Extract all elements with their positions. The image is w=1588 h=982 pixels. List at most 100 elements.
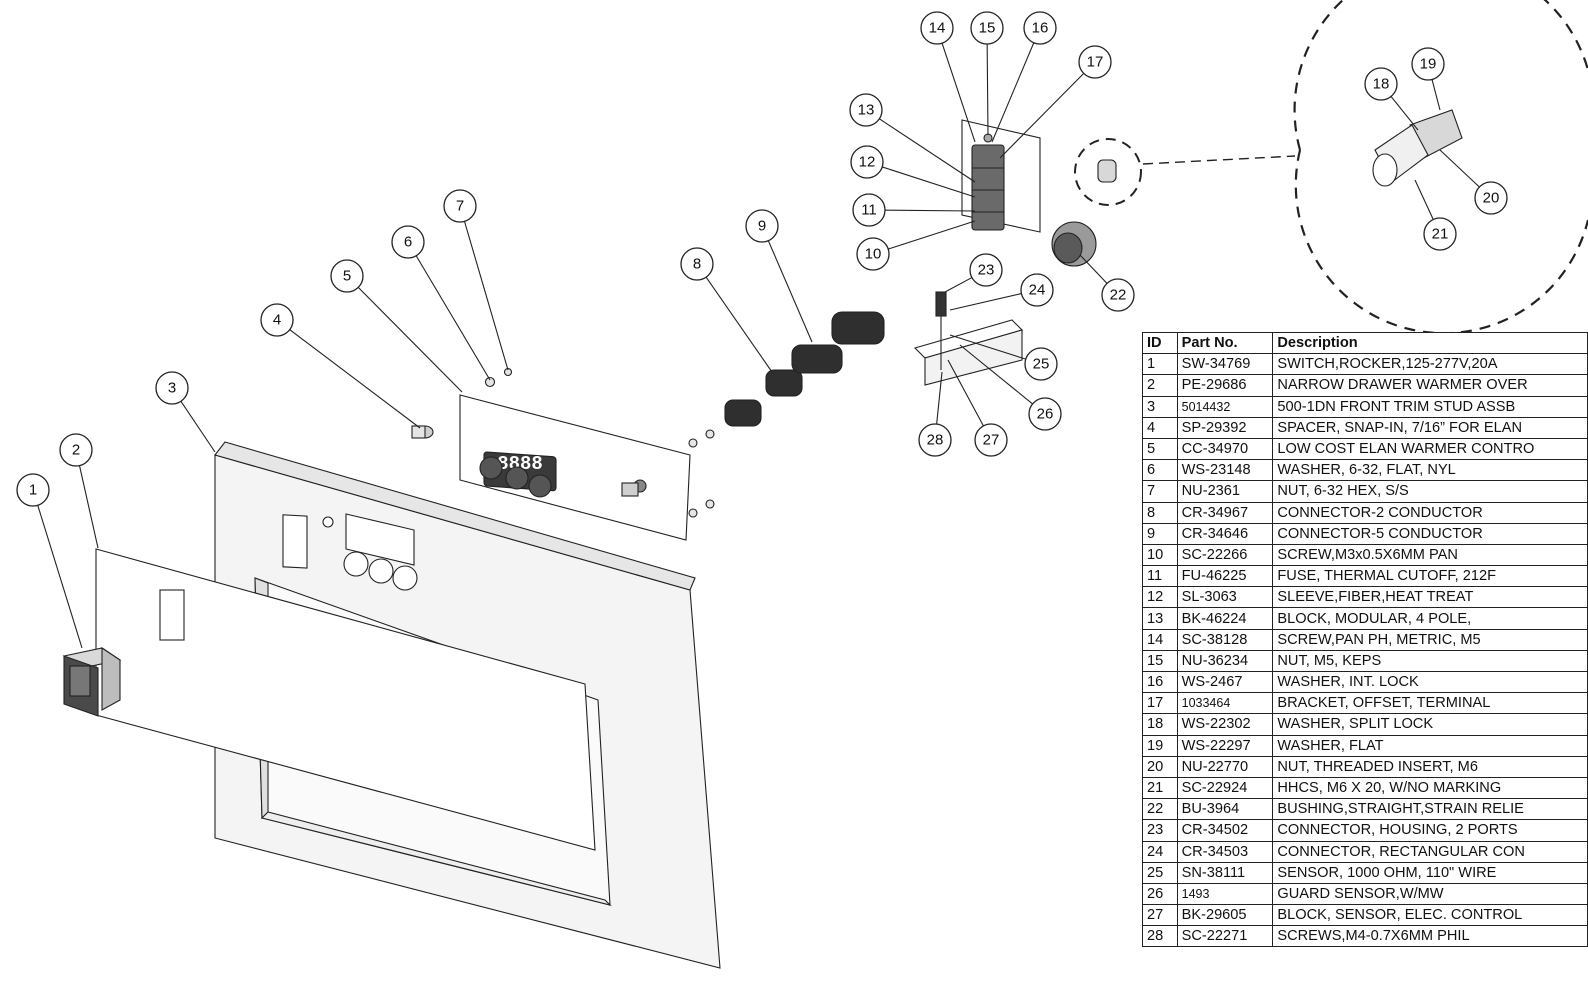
callout-leader — [37, 505, 83, 649]
callout-number: 2 — [72, 442, 80, 459]
callout-circle — [680, 247, 714, 281]
callout-circle — [969, 253, 1003, 287]
callout-number: 23 — [978, 262, 995, 279]
cell-description: BUSHING,STRAIGHT,STRAIN RELIE — [1272, 798, 1588, 821]
callout-number: 15 — [979, 20, 996, 37]
callout-circle — [856, 237, 890, 271]
callout-17: 17 — [1078, 45, 1112, 79]
callout-circle — [155, 371, 189, 405]
callout-number: 8 — [693, 256, 701, 273]
cell-part-no: SP-29392 — [1176, 416, 1274, 439]
callout-circle — [1024, 347, 1058, 381]
callout-number: 9 — [758, 218, 766, 235]
cell-part-no: CR-34503 — [1176, 840, 1274, 863]
callout-circle — [330, 259, 364, 293]
callout-number: 19 — [1420, 56, 1437, 73]
cell-part-no: SW-34769 — [1176, 353, 1274, 376]
callout-number: 28 — [927, 432, 944, 449]
cell-part-no: SN-38111 — [1176, 861, 1274, 884]
callout-circle — [1411, 47, 1445, 81]
callout-leader — [357, 286, 463, 393]
callout-number: 12 — [859, 154, 876, 171]
callout-circle — [1423, 217, 1457, 251]
cell-id: 11 — [1142, 565, 1178, 588]
callout-leader — [463, 221, 509, 371]
callout-leader — [986, 43, 989, 136]
connector-2-conductor — [724, 369, 803, 427]
cell-part-no: WS-2467 — [1176, 670, 1274, 694]
callout-number: 17 — [1087, 54, 1104, 71]
callout-leader — [991, 42, 1035, 143]
cell-description: WASHER, INT. LOCK — [1272, 670, 1588, 694]
callout-number: 4 — [273, 312, 281, 329]
callout-27: 27 — [974, 423, 1008, 457]
display-digits: 8888 — [497, 453, 543, 475]
cell-part-no: WS-23148 — [1176, 459, 1274, 482]
callout-circle — [443, 189, 477, 223]
callout-leader — [944, 277, 973, 293]
callout-number: 10 — [865, 246, 882, 263]
callout-circle — [1078, 45, 1112, 79]
washer — [484, 376, 496, 388]
callout-3: 3 — [155, 371, 189, 405]
callout-circle — [920, 11, 954, 45]
cell-part-no: 5014432 — [1176, 395, 1274, 418]
cell-description: SWITCH,ROCKER,125-277V,20A — [1272, 353, 1588, 376]
callout-4: 4 — [260, 303, 294, 337]
cell-id: 25 — [1142, 861, 1178, 884]
callout-number: 3 — [168, 380, 176, 397]
cell-id: 9 — [1142, 522, 1178, 545]
cell-description: FUSE, THERMAL CUTOFF, 212F — [1272, 565, 1588, 588]
cell-part-no: SC-22271 — [1176, 925, 1274, 948]
callout-leader — [289, 329, 421, 429]
control-board: 8888 — [459, 394, 691, 541]
callout-circle — [1101, 278, 1135, 312]
callout-leaders — [37, 42, 1480, 649]
cell-description: CONNECTOR, RECTANGULAR CON — [1272, 840, 1588, 863]
callout-23: 23 — [969, 253, 1003, 287]
sensor-assembly — [913, 291, 1024, 386]
cell-description: CONNECTOR-5 CONDUCTOR — [1272, 522, 1588, 545]
callout-circle — [260, 303, 294, 337]
cell-id: 23 — [1142, 819, 1178, 842]
cell-description: WASHER, SPLIT LOCK — [1272, 713, 1588, 736]
callout-14: 14 — [920, 11, 954, 45]
cell-id: 1 — [1142, 353, 1178, 376]
callout-number: 27 — [983, 432, 1000, 449]
callout-number: 14 — [929, 20, 946, 37]
callout-circle — [1023, 11, 1057, 45]
cell-description: SENSOR, 1000 OHM, 110" WIRE — [1272, 861, 1588, 884]
cell-description: NUT, THREADED INSERT, M6 — [1272, 755, 1588, 778]
callout-leader — [888, 220, 976, 250]
callout-leader — [949, 293, 1022, 311]
cell-description: SPACER, SNAP-IN, 7/16” FOR ELAN — [1272, 416, 1588, 439]
cell-id: 17 — [1142, 692, 1178, 715]
callout-number: 16 — [1032, 20, 1049, 37]
cell-part-no: CR-34502 — [1176, 819, 1274, 842]
cell-id: 26 — [1142, 882, 1178, 906]
cell-id: 7 — [1142, 480, 1178, 503]
callout-9: 9 — [745, 209, 779, 243]
cell-description: CONNECTOR, HOUSING, 2 PORTS — [1272, 819, 1588, 842]
rocker-switch — [62, 646, 122, 717]
cell-part-no: NU-36234 — [1176, 649, 1274, 673]
callout-number: 7 — [456, 198, 464, 215]
callout-number: 18 — [1373, 76, 1390, 93]
cell-id: 24 — [1142, 840, 1178, 863]
parts-drawing: 8888 — [62, 0, 1588, 969]
cell-part-no: CR-34967 — [1176, 501, 1274, 524]
cell-part-no: BU-3964 — [1176, 798, 1274, 821]
callout-leader — [180, 400, 216, 453]
callout-leader — [1439, 149, 1480, 188]
